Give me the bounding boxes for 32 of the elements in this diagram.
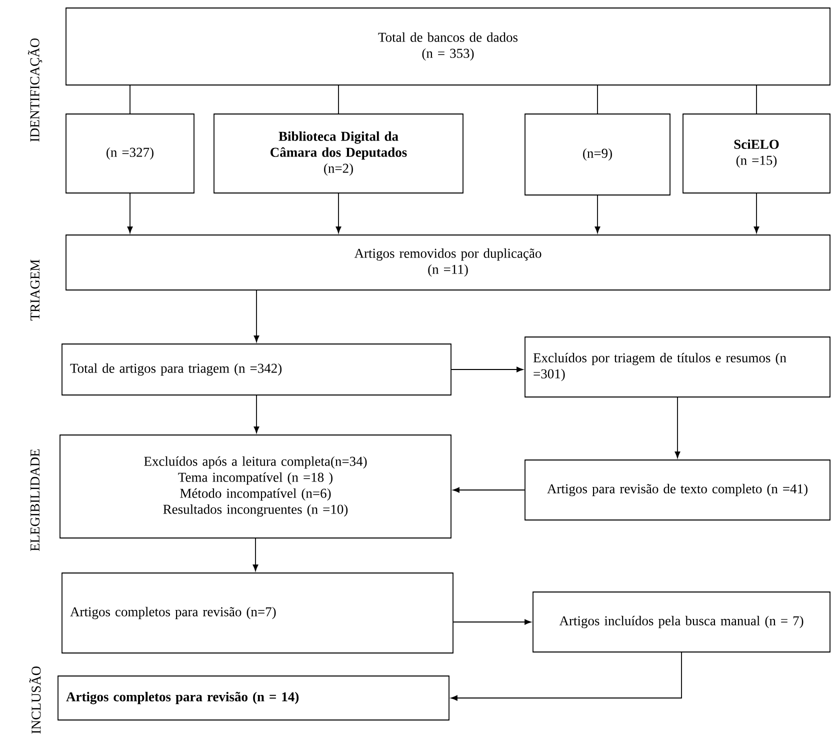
arrow — [674, 397, 680, 458]
arrow — [451, 366, 524, 372]
process-box: Total de artigos para triagem (n =342) — [62, 344, 452, 396]
process-box: (n=9) — [524, 114, 670, 196]
arrow — [754, 193, 760, 234]
process-box: Excluídos após a leitura completa(n=34) Tema incompatível (n =18 ) Método incompatível (n=6) Resultados incongruentes (n =10) — [60, 434, 452, 538]
arrow — [254, 290, 260, 342]
arrow — [336, 193, 342, 234]
arrow — [254, 395, 260, 434]
process-box: Total de bancos de dados (n = 353) — [66, 8, 830, 86]
connector-line — [756, 85, 757, 114]
arrow — [452, 487, 525, 493]
connector-line — [597, 85, 598, 114]
stage-label: IDENTIFICAÇÃO — [28, 38, 42, 142]
process-box: Artigos para revisão de texto completo (n =41) — [524, 460, 830, 520]
arrow — [594, 195, 600, 234]
process-box: Excluídos por triagem de títulos e resumos (n =301) — [524, 336, 830, 398]
stage-label: TRIAGEM — [30, 260, 40, 320]
process-box: Artigos completos para revisão (n=7) — [62, 572, 454, 654]
process-box: Biblioteca Digital da Câmara dos Deputados (n=2) — [214, 114, 464, 194]
process-box: Artigos removidos por duplicação (n =11) — [66, 234, 830, 290]
connector-line — [338, 85, 339, 114]
process-box: SciELO (n =15) — [682, 114, 830, 194]
arrow — [450, 652, 682, 701]
process-box: Artigos incluídos pela busca manual (n = 7) — [532, 592, 830, 652]
arrow — [453, 619, 532, 625]
process-box: Artigos completos para revisão (n = 14) — [58, 676, 450, 720]
stage-label: INCLUSÃO — [29, 666, 41, 734]
stage-label: ELEGIBILIDADE — [30, 449, 40, 551]
process-box: (n =327) — [66, 114, 194, 194]
arrow — [252, 538, 258, 572]
arrow — [127, 193, 133, 234]
